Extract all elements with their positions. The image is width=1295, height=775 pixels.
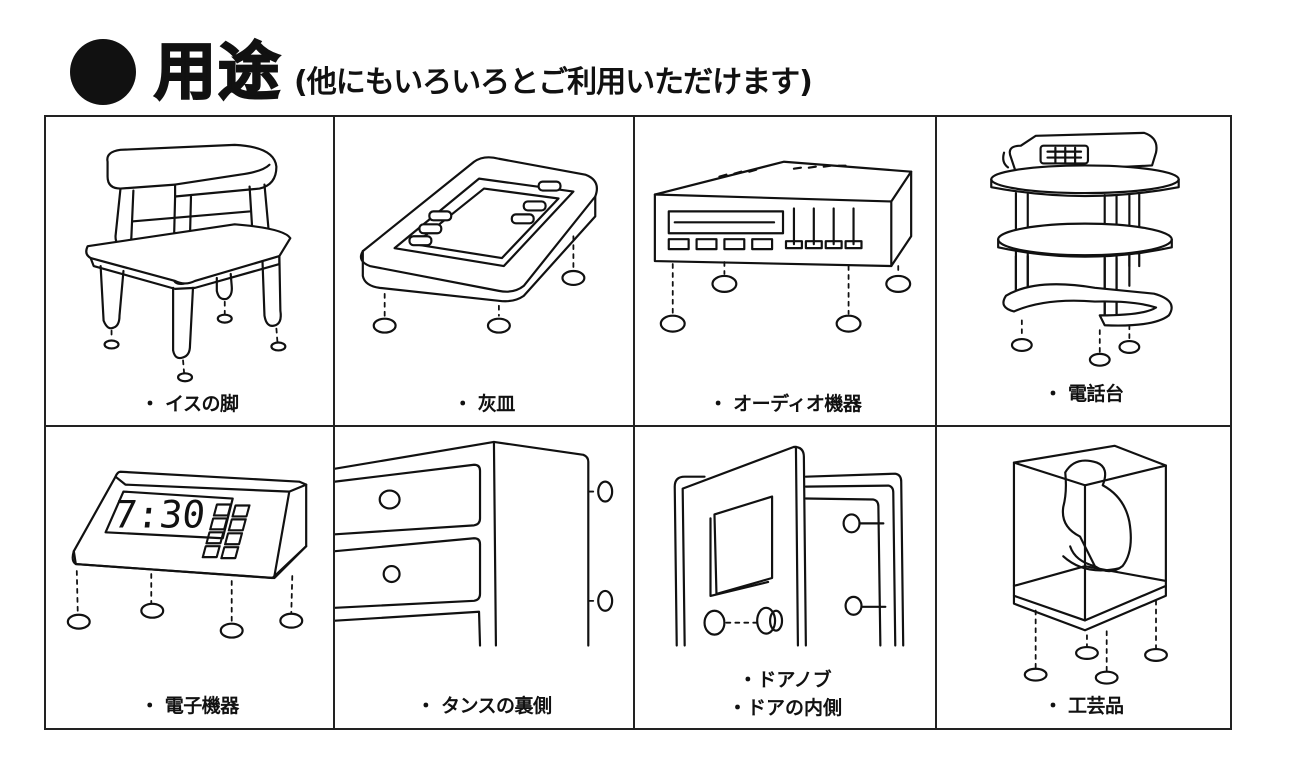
use-caption-stack: ・ドアノブ ・ドアの内側 — [635, 666, 935, 722]
page-heading: 用途 (他にもいろいろとご利用いただけます) — [70, 32, 813, 112]
audio-device-icon — [653, 160, 913, 333]
caption-bullet: ・ — [453, 393, 472, 415]
caption-bullet: ・ — [727, 697, 747, 719]
use-cell-door: ・ドアノブ ・ドアの内側 — [635, 427, 937, 728]
caption-text: 電話台 — [1068, 383, 1124, 405]
chest-of-drawers-icon — [335, 440, 614, 647]
uses-grid: ・イスの脚 ・灰皿 — [44, 115, 1232, 730]
use-cell-crafts: ・工芸品 — [937, 427, 1230, 728]
page-title: 用途 — [153, 35, 283, 108]
clock-display-text: 7:30 — [112, 492, 207, 536]
page-subtitle: (他にもいろいろとご利用いただけます) — [294, 65, 813, 100]
use-cell-ashtray: ・灰皿 — [335, 117, 635, 427]
use-cell-audio-device: ・オーディオ機器 — [635, 117, 937, 427]
chair-icon — [85, 143, 292, 383]
use-caption: ・ドアの内側 — [635, 694, 935, 722]
caption-text: オーディオ機器 — [733, 393, 862, 415]
caption-bullet: ・ — [708, 393, 728, 415]
caption-bullet: ・ — [140, 695, 159, 717]
use-cell-chest-back: ・タンスの裏側 — [335, 427, 635, 728]
heading-bullet-icon — [70, 39, 136, 105]
use-caption: ・工芸品 — [937, 691, 1230, 718]
telephone-stand-icon — [990, 131, 1180, 367]
caption-bullet: ・ — [1043, 383, 1062, 405]
use-cell-chair-legs: ・イスの脚 — [46, 117, 335, 427]
ashtray-icon — [359, 156, 598, 334]
caption-text: タンスの裏側 — [440, 695, 552, 717]
caption-bullet: ・ — [416, 695, 435, 717]
use-cell-telephone-stand: ・電話台 — [937, 117, 1230, 427]
caption-bullet: ・ — [140, 393, 160, 415]
use-cell-electronics: 7:30 ・電子機器 — [46, 427, 335, 728]
use-caption: ・電子機器 — [46, 691, 333, 718]
display-case-icon — [1012, 444, 1168, 685]
use-caption: ・タンスの裏側 — [335, 691, 633, 718]
cabinet-door-icon — [673, 445, 905, 647]
digital-clock-icon: 7:30 — [66, 470, 308, 639]
caption-text: ドアの内側 — [747, 697, 843, 719]
caption-text: 灰皿 — [477, 393, 516, 415]
caption-bullet: ・ — [1043, 695, 1062, 717]
caption-text: 電子機器 — [164, 695, 240, 717]
caption-text: ドアノブ — [757, 669, 832, 691]
use-caption: ・灰皿 — [335, 389, 633, 416]
use-caption: ・オーディオ機器 — [635, 389, 935, 416]
use-caption: ・イスの脚 — [46, 389, 333, 416]
use-caption: ・ドアノブ — [635, 666, 935, 694]
use-caption: ・電話台 — [937, 379, 1230, 406]
caption-text: 工芸品 — [1068, 695, 1124, 717]
caption-bullet: ・ — [738, 669, 758, 691]
caption-text: イスの脚 — [165, 393, 239, 415]
